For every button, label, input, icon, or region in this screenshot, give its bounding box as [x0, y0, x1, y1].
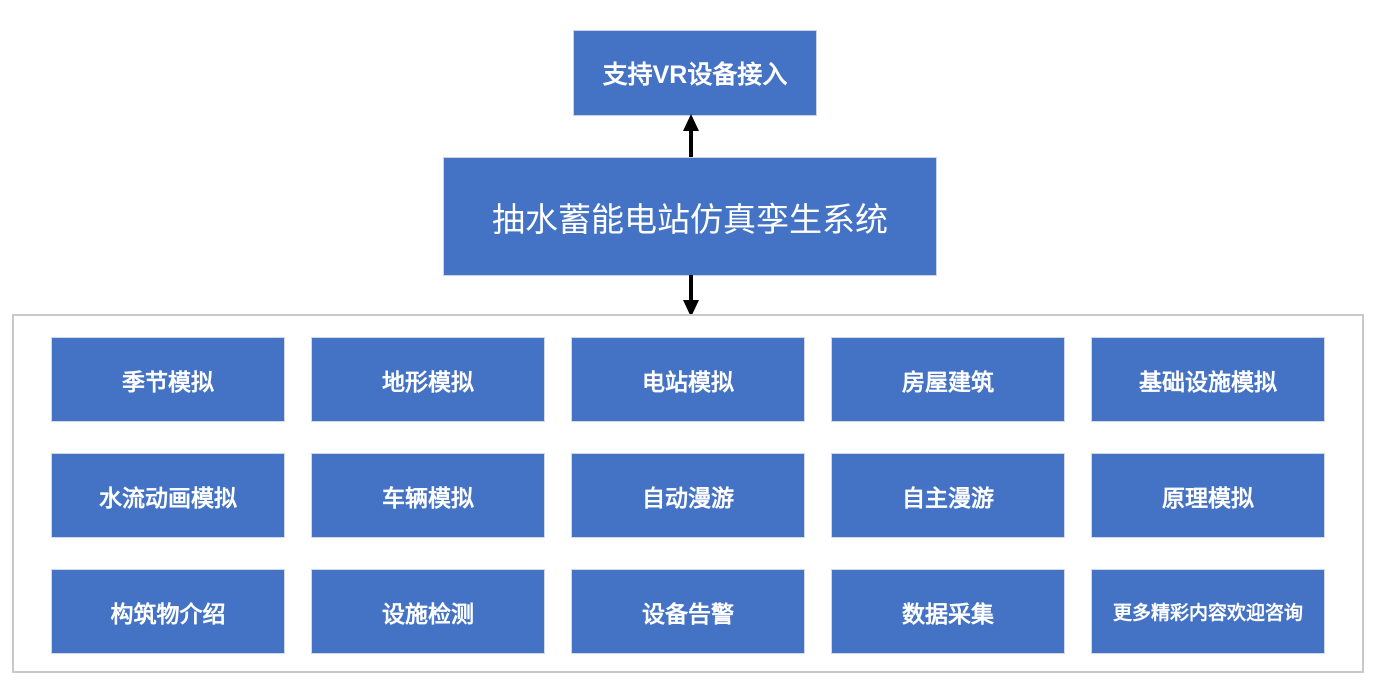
feature-box: 自主漫游 — [831, 453, 1065, 538]
feature-box: 设施检测 — [311, 569, 545, 654]
feature-box: 电站模拟 — [571, 337, 805, 422]
arrow-up-icon — [683, 114, 699, 158]
feature-box: 数据采集 — [831, 569, 1065, 654]
system-title-label: 抽水蓄能电站仿真孪生系统 — [492, 200, 888, 238]
system-title-box: 抽水蓄能电站仿真孪生系统 — [443, 157, 937, 276]
feature-box: 季节模拟 — [51, 337, 285, 422]
feature-grid: 季节模拟地形模拟电站模拟房屋建筑基础设施模拟水流动画模拟车辆模拟自动漫游自主漫游… — [14, 316, 1362, 671]
feature-box: 房屋建筑 — [831, 337, 1065, 422]
vr-support-box: 支持VR设备接入 — [573, 30, 817, 116]
feature-box: 设备告警 — [571, 569, 805, 654]
feature-box: 水流动画模拟 — [51, 453, 285, 538]
feature-box: 基础设施模拟 — [1091, 337, 1325, 422]
feature-box: 地形模拟 — [311, 337, 545, 422]
feature-box: 自动漫游 — [571, 453, 805, 538]
vr-support-label: 支持VR设备接入 — [602, 61, 788, 89]
arrow-down-icon — [683, 275, 699, 317]
features-container: 季节模拟地形模拟电站模拟房屋建筑基础设施模拟水流动画模拟车辆模拟自动漫游自主漫游… — [12, 314, 1364, 673]
feature-box: 更多精彩内容欢迎咨询 — [1091, 569, 1325, 654]
feature-box: 车辆模拟 — [311, 453, 545, 538]
feature-box: 原理模拟 — [1091, 453, 1325, 538]
feature-box: 构筑物介绍 — [51, 569, 285, 654]
